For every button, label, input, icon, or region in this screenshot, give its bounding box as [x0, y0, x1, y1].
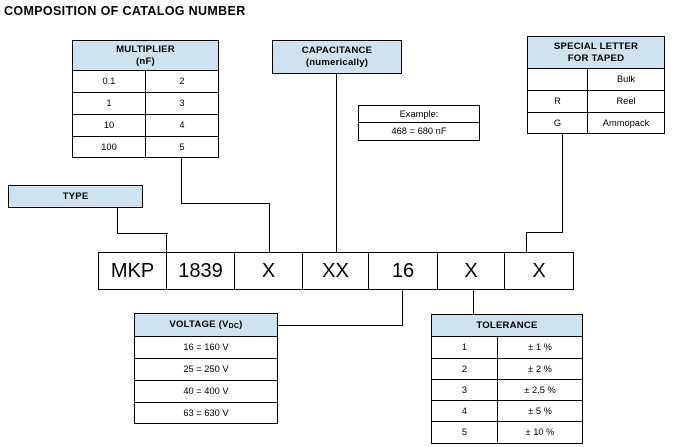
multiplier-code: 3	[179, 98, 185, 109]
special-letter-label: Reel	[616, 96, 636, 107]
table-row: 25 = 250 V	[135, 359, 277, 381]
connector-special-letter-v1	[561, 134, 563, 233]
table-row: 63 = 630 V	[135, 403, 277, 423]
capacitance-box: CAPACITANCE (numerically)	[272, 40, 402, 74]
tolerance-header-row: TOLERANCE	[432, 315, 582, 337]
multiplier-code: 4	[179, 120, 185, 131]
connector-tolerance	[472, 290, 474, 314]
multiplier-header-row: MULTIPLIER (nF)	[73, 41, 218, 71]
multiplier-code: 5	[179, 142, 185, 153]
example-value: 468 = 680 nF	[391, 126, 447, 137]
table-row: 0.1 2	[73, 71, 218, 93]
catalog-cell-type: MKP	[99, 253, 167, 289]
special-letter-header-row: SPECIAL LETTER FOR TAPED	[528, 37, 664, 69]
special-letter-code: G	[528, 113, 588, 133]
connector-type-v1	[116, 208, 118, 234]
table-row: 10 4	[73, 115, 218, 137]
table-row: 100 5	[73, 137, 218, 158]
table-row: 40 = 400 V	[135, 381, 277, 403]
tolerance-value: ± 1 %	[528, 342, 552, 353]
capacitance-header-line1: CAPACITANCE	[301, 45, 373, 57]
multiplier-value: 10	[73, 115, 146, 136]
voltage-header-sub: DC	[228, 322, 240, 330]
tolerance-code: 1	[432, 337, 498, 358]
example-header-row: Example:	[359, 106, 479, 123]
tolerance-value: ± 2 %	[528, 363, 552, 374]
tolerance-value: ± 2.5 %	[524, 384, 556, 395]
multiplier-value: 1	[73, 93, 146, 114]
page-title: COMPOSITION OF CATALOG NUMBER	[4, 4, 246, 18]
catalog-number-row: MKP 1839 X XX 16 X X	[98, 252, 574, 290]
connector-multiplier-v1	[181, 158, 183, 204]
tolerance-code: 2	[432, 359, 498, 379]
type-label: TYPE	[62, 190, 89, 202]
type-box: TYPE	[8, 185, 143, 208]
table-row: 1 ± 1 %	[432, 337, 582, 359]
example-table: Example: 468 = 680 nF	[358, 105, 480, 141]
connector-special-letter-v2	[526, 231, 528, 253]
multiplier-table: MULTIPLIER (nF) 0.1 2 1 3 10 4 100 5	[72, 40, 219, 158]
tolerance-value: ± 5 %	[528, 405, 552, 416]
special-letter-code: R	[528, 91, 588, 112]
voltage-header-prefix: VOLTAGE (V	[169, 319, 229, 331]
tolerance-table: TOLERANCE 1 ± 1 % 2 ± 2 % 3 ± 2.5 % 4 ± …	[431, 314, 583, 444]
tolerance-code: 5	[432, 422, 498, 442]
connector-capacitance	[335, 74, 337, 252]
connector-type-h	[116, 232, 168, 234]
catalog-cell-tolerance: X	[438, 253, 505, 289]
special-letter-label: Ammopack	[602, 117, 650, 128]
connector-type-v2	[166, 232, 168, 253]
multiplier-value: 100	[73, 137, 146, 158]
connector-multiplier-h	[181, 202, 270, 204]
tolerance-code: 4	[432, 401, 498, 421]
connector-special-letter-h	[526, 231, 563, 233]
multiplier-header-cell: MULTIPLIER (nF)	[73, 41, 218, 70]
special-letter-label: Bulk	[616, 74, 636, 85]
table-row: 1 3	[73, 93, 218, 115]
catalog-cell-special-letter: X	[532, 260, 546, 282]
connector-multiplier-v2	[268, 202, 270, 253]
catalog-cell-voltage: 16	[369, 253, 438, 289]
table-row: 5 ± 10 %	[432, 422, 582, 442]
catalog-cell-series: 1839	[167, 253, 235, 289]
voltage-header-suffix: )	[239, 319, 243, 331]
voltage-value: 25 = 250 V	[183, 364, 229, 375]
multiplier-header-line2: (nF)	[136, 55, 155, 67]
tolerance-code: 3	[432, 380, 498, 400]
tolerance-header-cell: TOLERANCE	[432, 315, 582, 336]
table-row: Bulk	[528, 69, 664, 91]
special-letter-header-cell: SPECIAL LETTER FOR TAPED	[528, 37, 664, 68]
capacitance-header-line2: (numerically)	[305, 57, 369, 68]
table-row: 4 ± 5 %	[432, 401, 582, 422]
table-row: R Reel	[528, 91, 664, 113]
special-letter-code	[528, 69, 588, 90]
table-row: G Ammopack	[528, 113, 664, 133]
special-letter-table: SPECIAL LETTER FOR TAPED Bulk R Reel G A…	[527, 36, 665, 134]
table-row: 468 = 680 nF	[359, 123, 479, 140]
voltage-value: 40 = 400 V	[183, 386, 229, 397]
connector-voltage-v	[402, 290, 404, 326]
catalog-cell-multiplier: X	[235, 253, 303, 289]
connector-voltage-h	[277, 324, 403, 326]
table-row: 16 = 160 V	[135, 337, 277, 359]
special-letter-header-line2: FOR TAPED	[567, 52, 625, 64]
multiplier-code: 2	[179, 76, 185, 87]
voltage-value: 16 = 160 V	[183, 342, 229, 353]
example-header: Example:	[359, 106, 479, 122]
special-letter-header-line1: SPECIAL LETTER	[553, 41, 639, 53]
multiplier-header-line1: MULTIPLIER	[116, 44, 175, 56]
voltage-value: 63 = 630 V	[183, 407, 229, 418]
catalog-cell-capacitance: XX	[303, 253, 369, 289]
table-row: 3 ± 2.5 %	[432, 380, 582, 401]
table-row: 2 ± 2 %	[432, 359, 582, 380]
tolerance-value: ± 10 %	[525, 426, 555, 437]
multiplier-value: 0.1	[73, 71, 146, 92]
